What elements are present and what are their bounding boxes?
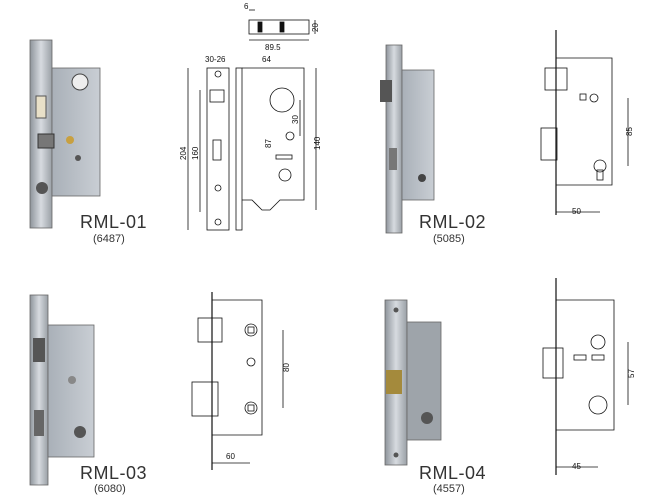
dim-60: 60 <box>226 452 235 461</box>
dim-87: 87 <box>264 139 273 148</box>
lock-photo-rml-01 <box>29 39 101 229</box>
model-label-rml-03: RML-03 <box>80 463 148 483</box>
dim-6: 6 <box>244 2 249 11</box>
technical-drawing-rml-04 <box>542 278 629 475</box>
dim-45: 45 <box>572 462 581 471</box>
lock-photo-rml-04 <box>384 299 442 466</box>
dim-20: 20 <box>311 23 320 32</box>
lock-photo-rml-03 <box>29 294 95 486</box>
model-label-rml-04: RML-04 <box>419 463 487 483</box>
model-code-rml-03: (6080) <box>94 483 126 495</box>
model-code-rml-04: (4557) <box>433 483 465 495</box>
technical-drawing-rml-01 <box>187 9 317 231</box>
dim-30: 30 <box>291 115 300 124</box>
model-code-rml-02: (5085) <box>433 233 465 245</box>
dim-50: 50 <box>572 207 581 216</box>
dim-89-5: 89.5 <box>265 43 281 52</box>
model-label-rml-01: RML-01 <box>80 212 148 232</box>
model-code-rml-01: (6487) <box>93 233 125 245</box>
dim-160: 160 <box>191 146 200 160</box>
technical-drawing-rml-02 <box>540 30 629 215</box>
dim-64: 64 <box>262 55 271 64</box>
dim-85: 85 <box>625 127 634 136</box>
dim-57: 57 <box>627 369 636 378</box>
lock-photo-rml-02 <box>380 44 435 234</box>
model-label-rml-02: RML-02 <box>419 212 487 232</box>
technical-drawing-rml-03 <box>191 292 284 470</box>
dim-204: 204 <box>179 146 188 160</box>
dim-140: 140 <box>313 136 322 150</box>
dim-80: 80 <box>282 363 291 372</box>
dim-30-26: 30-26 <box>205 55 226 64</box>
